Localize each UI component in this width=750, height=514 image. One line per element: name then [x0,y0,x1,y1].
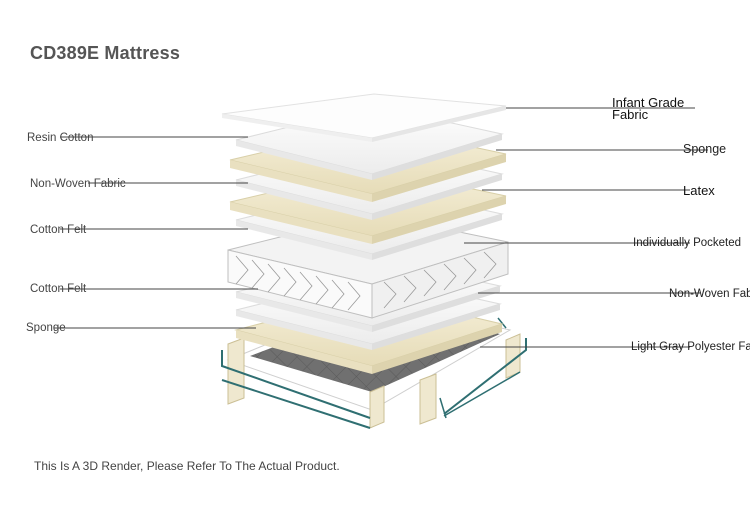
label-latex: Latex [683,183,715,198]
render-disclaimer: This Is A 3D Render, Please Refer To The… [34,459,340,473]
label-cotton-felt-upper: Cotton Felt [30,224,87,236]
left-leader-lines [54,136,258,329]
label-non-woven-fabric-right: Non-Woven Fab [669,288,750,300]
label-cotton-felt-lower: Cotton Felt [30,283,87,295]
label-infant-grade-fabric: Infant Grade Fabric [612,95,685,122]
label-sponge-left: Sponge [26,322,66,334]
label-individually-pocketed: Individually Pocketed [633,237,742,249]
page-title: CD389E Mattress [30,43,181,63]
label-light-gray-polyester: Light Gray Polyester Fa [631,341,750,353]
right-leader-lines [464,107,708,348]
label-infant-line1: Infant Grade [612,95,685,110]
label-infant-line2: Fabric [612,107,649,122]
label-sponge-right: Sponge [683,142,727,156]
label-resin-cotton: Resin Cotton [27,132,94,144]
layer-infant-fabric [221,93,507,142]
label-non-woven-fabric-left: Non-Woven Fabric [30,178,126,190]
